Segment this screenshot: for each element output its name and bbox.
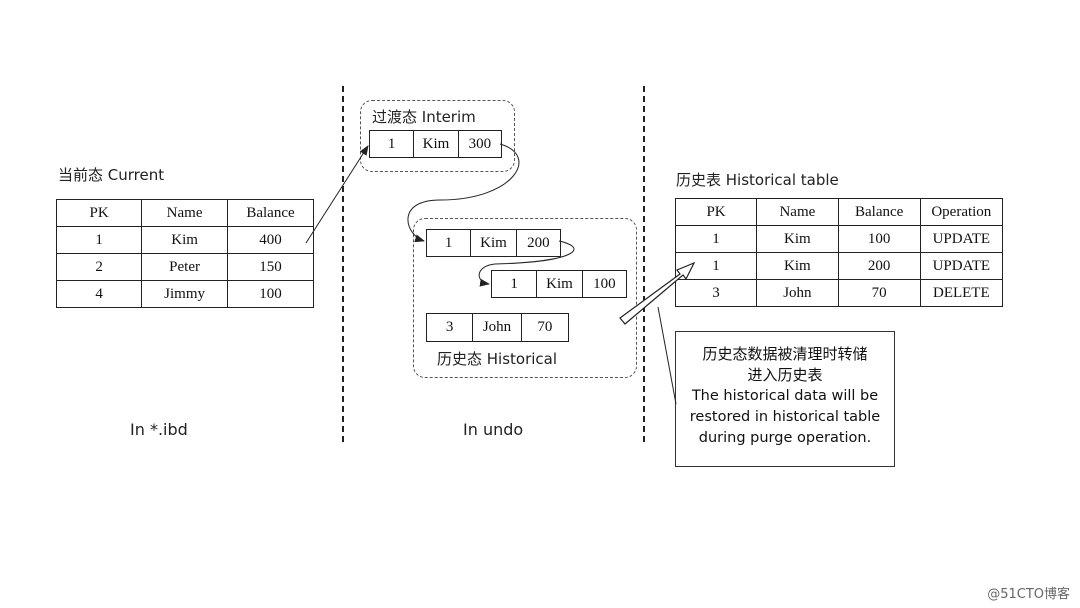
current-table: PK Name Balance 1 Kim 400 2 Peter 150 4 …	[55, 199, 315, 308]
header-cell: Name	[141, 199, 228, 227]
interim-title: 过渡态 Interim	[372, 108, 476, 126]
table-row: 2 Peter 150	[55, 253, 315, 281]
table-cell: UPDATE	[919, 225, 1004, 253]
record-cell: Kim	[413, 131, 457, 157]
current-location-label: In *.ibd	[130, 420, 188, 439]
note-en-line-1: The historical data will be	[691, 388, 879, 404]
header-cell: Balance	[226, 199, 315, 227]
table-cell: 150	[226, 253, 315, 281]
table-cell: 4	[55, 280, 143, 308]
current-title: 当前态 Current	[58, 166, 165, 184]
note-en-line-3: during purge operation.	[698, 430, 872, 446]
table-cell: 1	[674, 252, 758, 280]
table-cell: Kim	[756, 252, 839, 280]
historical-title: 历史态 Historical	[437, 350, 558, 368]
note-en-line-2: restored in historical table	[689, 409, 881, 425]
record-cell: 3	[445, 319, 454, 335]
table-cell: 2	[55, 253, 143, 281]
table-cell: 400	[226, 226, 315, 254]
table-cell: 1	[55, 226, 143, 254]
note-zh-line-1: 历史态数据被清理时转储	[702, 345, 868, 363]
record-cell: 300	[457, 131, 501, 157]
table-cell: Jimmy	[141, 280, 228, 308]
table-row: 1 Kim 200 UPDATE	[674, 252, 1004, 280]
header-cell: Name	[756, 198, 839, 226]
record-cell: 1	[510, 275, 518, 292]
table-cell: 1	[674, 225, 758, 253]
note-zh-line-2: 进入历史表	[747, 366, 823, 384]
table-row: 1 Kim 100 UPDATE	[674, 225, 1004, 253]
history-table: PK Name Balance Operation 1 Kim 100 UPDA…	[674, 198, 1004, 307]
separator-left	[342, 86, 344, 442]
record-cell: Kim	[536, 271, 581, 297]
table-cell: 200	[837, 252, 921, 280]
header-cell: PK	[55, 199, 143, 227]
header-cell: Operation	[919, 198, 1004, 226]
table-cell: UPDATE	[919, 252, 1004, 280]
historical-record-3: 3 John 70	[426, 313, 569, 342]
historical-location-label: In undo	[463, 420, 524, 439]
historical-record-2: 1 Kim 100	[491, 270, 627, 298]
table-cell: Peter	[141, 253, 228, 281]
table-row: 4 Jimmy 100	[55, 280, 315, 308]
table-cell: 100	[226, 280, 315, 308]
purge-note-box: 历史态数据被清理时转储 进入历史表 The historical data wi…	[675, 331, 895, 467]
record-cell: 100	[581, 271, 626, 297]
table-cell: 70	[837, 279, 921, 307]
arrow-current-to-interim	[305, 145, 369, 244]
record-cell: 70	[520, 314, 568, 341]
watermark-text: @51CTO博客	[987, 587, 1070, 602]
separator-right	[643, 86, 645, 442]
table-row: 3 John 70 DELETE	[674, 279, 1004, 307]
table-cell: John	[756, 279, 839, 307]
table-header-row: PK Name Balance	[55, 199, 315, 227]
table-cell: Kim	[756, 225, 839, 253]
table-row: 1 Kim 400	[55, 226, 315, 254]
table-cell: 3	[674, 279, 758, 307]
record-cell: John	[472, 314, 520, 341]
record-cell: Kim	[470, 230, 515, 256]
record-cell: 1	[444, 234, 453, 251]
table-header-row: PK Name Balance Operation	[674, 198, 1004, 226]
record-cell: 200	[515, 230, 560, 256]
history-table-title: 历史表 Historical table	[676, 171, 839, 189]
header-cell: PK	[674, 198, 758, 226]
table-cell: DELETE	[919, 279, 1004, 307]
interim-record: 1 Kim 300	[369, 130, 502, 158]
record-cell: 1	[387, 135, 396, 152]
historical-record-1: 1 Kim 200	[426, 229, 561, 257]
table-cell: Kim	[141, 226, 228, 254]
note-pointer-line	[657, 306, 677, 405]
table-cell: 100	[837, 225, 921, 253]
header-cell: Balance	[837, 198, 921, 226]
